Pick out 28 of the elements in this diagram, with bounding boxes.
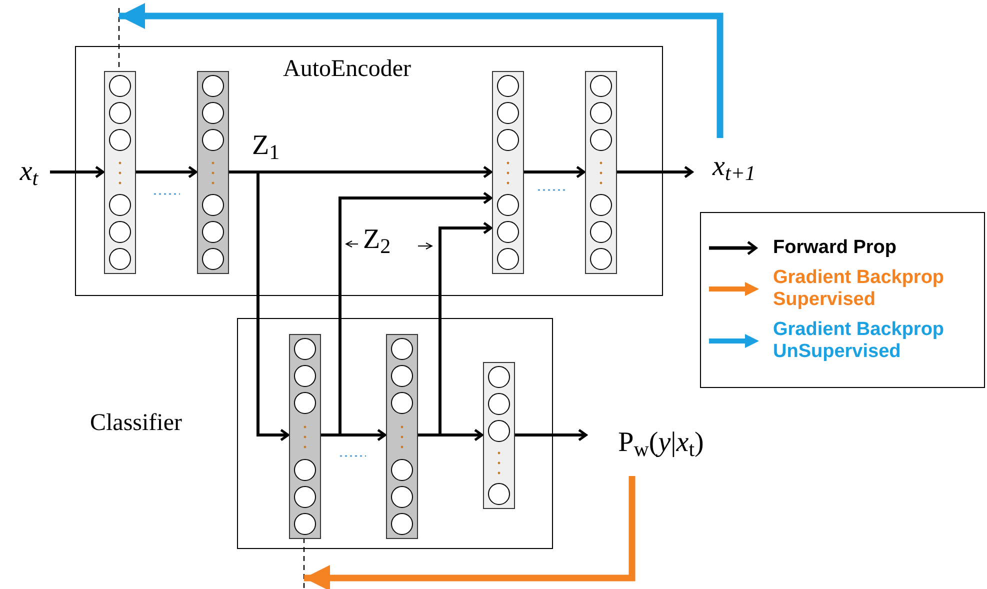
neuron-layer-drawing [585,71,617,274]
arrow [50,166,104,178]
arrow [514,428,588,442]
math-label: P$_{w}$(y|x$_{t}$) [618,429,704,457]
neuron-layer-drawing [492,71,524,274]
arrow [135,166,198,178]
math-label: x$_{t}$ [20,158,38,186]
neuron-layer-drawing [483,362,515,509]
math-label: x$_{t+1}$ [712,153,756,181]
arrow [304,476,636,589]
legend-label: Gradient Backprop UnSupervised [773,319,946,363]
group-box [75,46,663,296]
arrow [523,166,586,178]
neuron-layer-drawing [197,71,229,274]
arrow [616,166,694,178]
legend-label: Gradient Backprop Supervised [773,267,946,311]
arrow [228,170,290,442]
arrow [417,222,492,436]
latent-label: Z$_{1}$ [252,132,280,160]
group-title: AutoEncoder [283,57,411,81]
arrow [320,192,492,436]
arrow [119,3,724,138]
neuron-layer-drawing [289,334,321,539]
group-title: Classifier [90,411,182,435]
latent-label: Z$_{2}$ [363,226,391,254]
neuron-layer-drawing [104,71,136,274]
legend-label: Forward Prop [773,237,898,259]
neuron-layer-drawing [386,334,418,539]
